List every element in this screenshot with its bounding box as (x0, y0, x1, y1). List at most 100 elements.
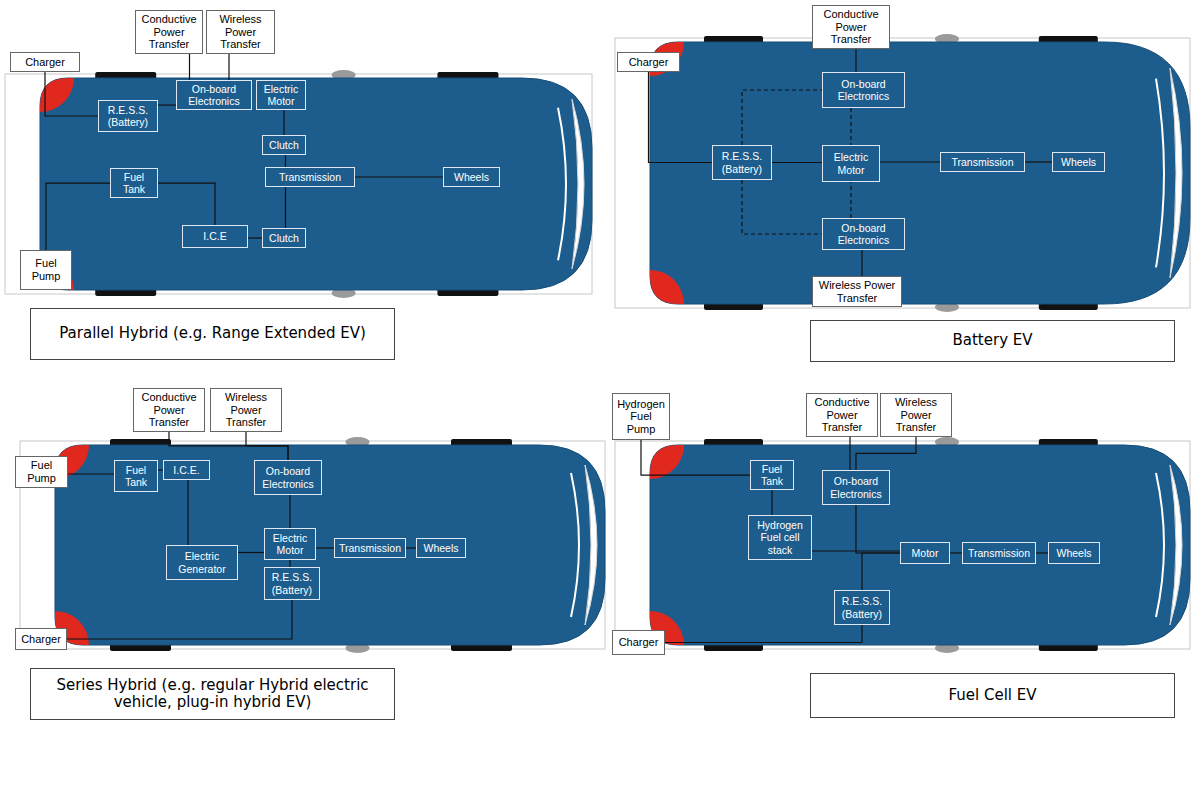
box-label: On-board Electronics (258, 465, 318, 489)
connector-line (228, 54, 229, 80)
connector-line (158, 104, 176, 105)
component-box: On-board Electronics (822, 72, 905, 108)
connector-line (316, 547, 334, 548)
connector-line (355, 176, 443, 177)
caption-text: Fuel Cell EV (819, 687, 1166, 704)
component-box: R.E.S.S. (Battery) (834, 590, 890, 625)
connector-line (246, 432, 288, 460)
car-body (40, 78, 592, 290)
connector-line (742, 180, 822, 234)
box-label: Hydrogen Fuel cell stack (752, 519, 808, 555)
box-label: Hydrogen Fuel Pump (616, 398, 666, 436)
box-label: Charger (19, 633, 63, 646)
box-label: Electric Motor (268, 532, 312, 556)
box-label: Motor (904, 547, 946, 559)
box-label: Transmission (269, 171, 351, 183)
box-label: Charger (616, 636, 661, 649)
connector-line (406, 547, 416, 548)
connector-line (45, 72, 98, 116)
component-box: Transmission (265, 167, 355, 187)
box-label: Fuel Tank (114, 171, 154, 195)
connector-line (861, 250, 862, 276)
component-box: On-board Electronics (822, 470, 890, 505)
connector-line (742, 90, 822, 145)
tail-light (650, 445, 684, 479)
component-box: Electric Motor (264, 528, 316, 560)
box-label: Electric Motor (260, 83, 302, 107)
connector-line (850, 182, 851, 218)
external-box: Charger (10, 52, 80, 72)
caption-box: Battery EV (810, 320, 1175, 362)
car-top-view (20, 437, 605, 653)
box-label: Wheels (447, 171, 496, 183)
car-body (55, 445, 605, 645)
connector-line (238, 552, 264, 553)
box-label: R.E.S.S. (Battery) (716, 150, 768, 174)
box-label: R.E.S.S. (Battery) (268, 571, 316, 595)
box-label: Wheels (420, 542, 462, 554)
box-label: Electric Motor (826, 151, 876, 175)
component-box: Electric Motor (822, 145, 880, 182)
box-label: Conductive Power Transfer (810, 396, 874, 434)
component-box: Fuel Tank (114, 460, 158, 492)
car-top-view (615, 34, 1190, 312)
box-label: Conductive Power Transfer (816, 8, 886, 46)
connector-line (855, 49, 856, 72)
caption-box: Fuel Cell EV (810, 673, 1175, 718)
component-box: Wheels (416, 538, 466, 558)
connector-line (772, 162, 822, 163)
connector-line (283, 110, 284, 135)
external-box: Wireless Power Transfer (210, 388, 282, 432)
component-box: Fuel Tank (110, 168, 158, 198)
connector-line (67, 600, 292, 639)
windshield (1170, 465, 1182, 625)
car-top-view (615, 437, 1190, 653)
connector-line (68, 473, 114, 474)
box-label: Fuel Pump (24, 257, 68, 282)
panel-frame (615, 441, 1190, 649)
car-top-view (5, 70, 592, 298)
component-box: On-board Electronics (254, 460, 322, 495)
caption-text: Battery EV (819, 332, 1166, 349)
caption-text: Parallel Hybrid (e.g. Range Extended EV) (39, 325, 386, 342)
panel-frame (615, 38, 1190, 308)
box-label: On-board Electronics (180, 83, 248, 107)
box-label: Fuel Tank (754, 463, 790, 487)
connector-line (46, 183, 110, 250)
box-label: R.E.S.S. (Battery) (838, 595, 886, 619)
external-box: Wireless Power Transfer (812, 276, 902, 307)
connector-line (189, 54, 190, 80)
box-label: Transmission (944, 156, 1021, 168)
component-box: Transmission (334, 538, 406, 558)
external-box: Conductive Power Transfer (806, 393, 878, 437)
box-label: Fuel Pump (19, 459, 64, 484)
windshield (585, 465, 597, 625)
external-box: Wireless Power Transfer (206, 10, 275, 54)
component-box: Wheels (1052, 152, 1105, 172)
box-label: Fuel Tank (118, 464, 154, 488)
tail-light (650, 270, 684, 304)
component-box: I.C.E (182, 225, 248, 248)
connector-line (1036, 552, 1048, 553)
component-box: Clutch (262, 228, 306, 248)
box-label: On-board Electronics (826, 475, 886, 499)
external-box: Charger (612, 630, 665, 655)
windshield (1170, 68, 1182, 278)
box-label: Wireless Power Transfer (214, 391, 278, 429)
connector-line (158, 183, 215, 225)
box-label: I.C.E (186, 230, 244, 242)
box-label: Conductive Power Transfer (137, 391, 201, 429)
connector-line (285, 155, 286, 167)
component-box: R.E.S.S. (Battery) (98, 100, 158, 132)
box-label: Wireless Power Transfer (816, 279, 898, 304)
connector-line (289, 560, 290, 567)
component-box: R.E.S.S. (Battery) (264, 567, 320, 600)
component-box: Transmission (940, 152, 1025, 172)
box-label: Wireless Power Transfer (210, 13, 271, 51)
external-box: Wireless Power Transfer (880, 393, 952, 437)
connector-line (248, 237, 262, 238)
box-label: Transmission (966, 547, 1032, 559)
box-label: Charger (14, 56, 76, 69)
connector-line (641, 440, 750, 475)
